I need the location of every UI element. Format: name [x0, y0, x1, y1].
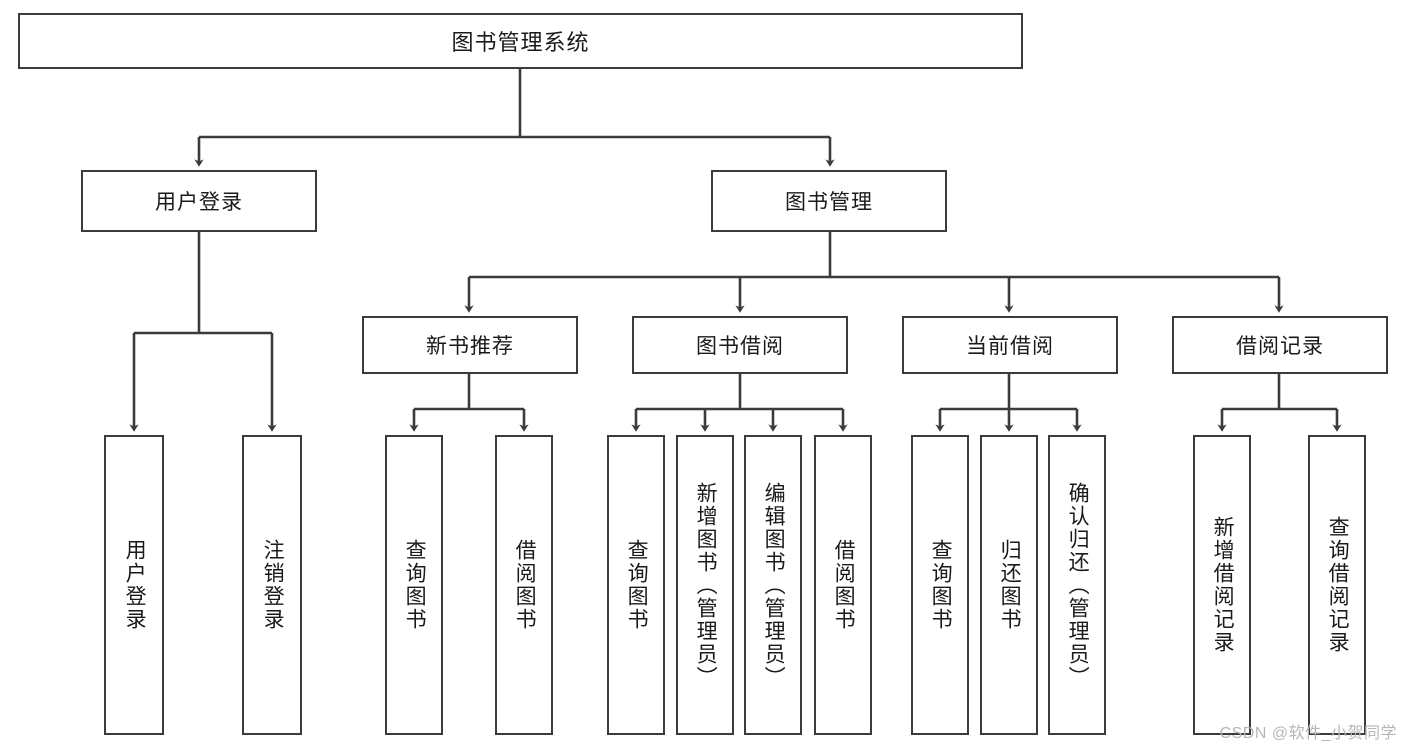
leaf-current-confirm-return-admin[interactable]: 确认归还（管理员） — [1048, 435, 1106, 735]
node-label: 当前借阅 — [966, 335, 1054, 358]
node-label: 图书管理 — [785, 191, 873, 214]
leaf-recommend-query-book[interactable]: 查询图书 — [385, 435, 443, 735]
leaf-user-login-login[interactable]: 用户登录 — [104, 435, 164, 735]
node-label: 借阅记录 — [1236, 335, 1324, 358]
node-label: 借阅图书 — [832, 539, 856, 631]
node-label: 新书推荐 — [426, 335, 514, 358]
node-label: 归还图书 — [998, 539, 1022, 631]
node-book-borrow[interactable]: 图书借阅 — [632, 316, 848, 374]
leaf-record-add-record[interactable]: 新增借阅记录 — [1193, 435, 1251, 735]
leaf-borrow-add-book-admin[interactable]: 新增图书（管理员） — [676, 435, 734, 735]
node-label: 图书管理系统 — [451, 30, 590, 55]
node-label: 注销登录 — [261, 539, 285, 631]
node-user-login[interactable]: 用户登录 — [81, 170, 317, 232]
leaf-current-query-book[interactable]: 查询图书 — [911, 435, 969, 735]
node-label: 用户登录 — [123, 539, 147, 631]
node-label: 新增图书（管理员） — [694, 481, 718, 689]
node-label: 用户登录 — [155, 191, 243, 214]
node-root-system[interactable]: 图书管理系统 — [18, 13, 1023, 69]
leaf-borrow-edit-book-admin[interactable]: 编辑图书（管理员） — [744, 435, 802, 735]
node-label: 查询图书 — [929, 539, 953, 631]
node-label: 查询借阅记录 — [1326, 516, 1350, 654]
node-new-book-recommend[interactable]: 新书推荐 — [362, 316, 578, 374]
node-book-management[interactable]: 图书管理 — [711, 170, 947, 232]
leaf-borrow-query-book[interactable]: 查询图书 — [607, 435, 665, 735]
leaf-current-return-book[interactable]: 归还图书 — [980, 435, 1038, 735]
watermark-text: CSDN @软件_小贺同学 — [1219, 725, 1397, 742]
node-label: 查询图书 — [625, 539, 649, 631]
leaf-user-login-logout[interactable]: 注销登录 — [242, 435, 302, 735]
node-borrow-record[interactable]: 借阅记录 — [1172, 316, 1388, 374]
leaf-recommend-borrow-book[interactable]: 借阅图书 — [495, 435, 553, 735]
node-label: 确认归还（管理员） — [1066, 481, 1090, 689]
leaf-record-query-record[interactable]: 查询借阅记录 — [1308, 435, 1366, 735]
node-label: 新增借阅记录 — [1211, 516, 1235, 654]
node-label: 编辑图书（管理员） — [762, 481, 786, 689]
leaf-borrow-borrow-book[interactable]: 借阅图书 — [814, 435, 872, 735]
node-label: 借阅图书 — [513, 539, 537, 631]
node-current-borrow[interactable]: 当前借阅 — [902, 316, 1118, 374]
node-label: 图书借阅 — [696, 335, 784, 358]
node-label: 查询图书 — [403, 539, 427, 631]
